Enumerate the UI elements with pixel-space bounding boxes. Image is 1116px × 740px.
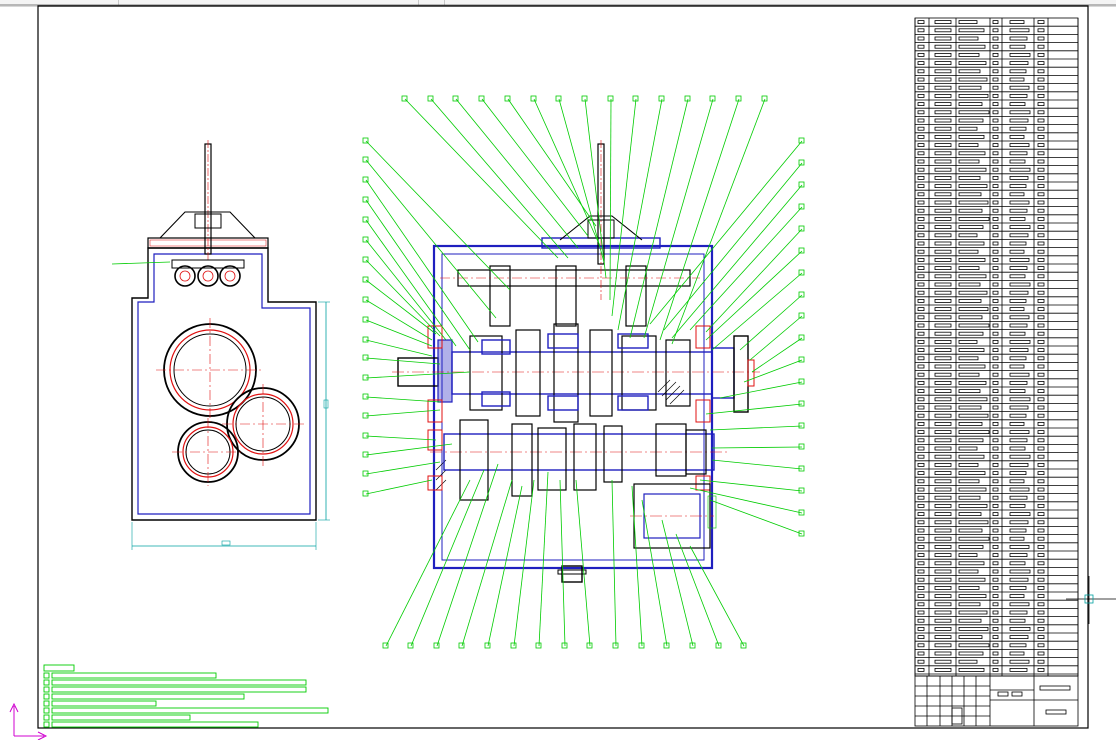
leader-lines-bottom xyxy=(385,463,745,647)
leader-lines-left xyxy=(365,140,511,495)
leader-lines-right xyxy=(649,140,803,535)
tab-3[interactable] xyxy=(418,0,445,5)
main-section-view xyxy=(392,140,760,583)
title-block xyxy=(914,675,1079,727)
crosshair-cursor xyxy=(1066,576,1116,624)
sheet-border xyxy=(37,5,1089,729)
side-view xyxy=(111,140,330,550)
leader-lines-top xyxy=(404,98,766,345)
tab-2[interactable] xyxy=(118,0,419,5)
tab-1[interactable] xyxy=(0,0,119,5)
technical-notes xyxy=(43,664,329,728)
ucs-axis-icon xyxy=(9,702,48,740)
parts-list xyxy=(914,17,1079,677)
leader-terminal-boxes xyxy=(362,95,805,649)
